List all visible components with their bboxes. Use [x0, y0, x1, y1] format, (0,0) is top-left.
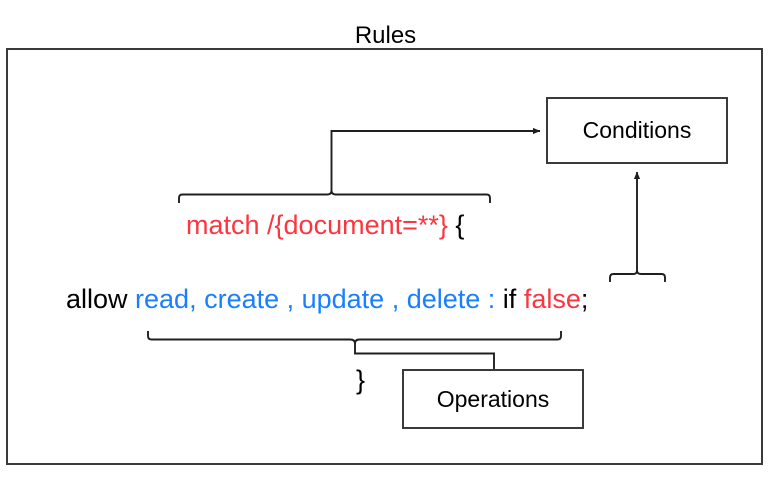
code-closing-brace: }	[356, 365, 366, 395]
token-false-condition: false	[523, 284, 581, 314]
rules-frame	[6, 48, 763, 465]
code-line-allow: allow read, create , update , delete : i…	[66, 283, 588, 315]
page-title: Rules	[354, 22, 417, 49]
token-allow-keyword: allow	[66, 284, 136, 314]
node-box-conditions[interactable]: Conditions	[546, 97, 728, 164]
token-operations-list: read, create , update , delete	[135, 284, 488, 314]
node-box-conditions-label: Conditions	[582, 117, 692, 143]
node-box-operations-label: Operations	[436, 385, 550, 412]
token-match-expression: match /{document=**}	[186, 210, 448, 240]
token-semicolon: ;	[580, 284, 589, 314]
token-colon: :	[487, 284, 503, 314]
code-line-match: match /{document=**} {	[186, 209, 464, 241]
token-if-keyword: if	[502, 284, 524, 314]
token-open-brace: {	[447, 210, 465, 240]
node-box-operations[interactable]: Operations	[402, 369, 584, 429]
